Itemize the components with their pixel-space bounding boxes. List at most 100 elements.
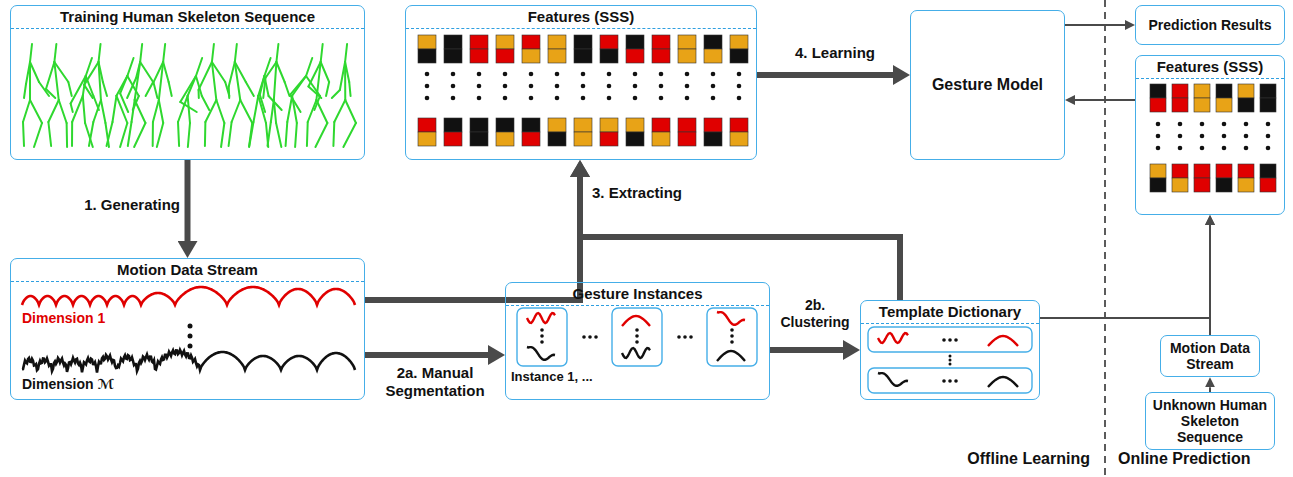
phase-label: Online Prediction — [1118, 449, 1250, 468]
box-title: Motion Data Stream — [11, 259, 364, 282]
skeleton-limb — [212, 62, 225, 82]
skeleton-limb — [188, 123, 190, 147]
skeleton-limb — [127, 58, 133, 76]
skeleton-limb — [101, 100, 106, 123]
skeleton-limb — [83, 96, 85, 123]
ellipsis-dot — [1266, 134, 1271, 139]
ellipsis-dot — [582, 335, 586, 339]
skeleton-limb — [246, 82, 254, 96]
skeleton-limb — [54, 44, 56, 62]
ellipsis-dot — [503, 96, 508, 101]
ellipsis-dot — [1244, 134, 1249, 139]
curve-snippet — [527, 313, 555, 323]
process-box: Motion Data Stream — [1160, 335, 1260, 377]
ellipsis-dot — [477, 96, 482, 101]
skeleton-limb — [85, 123, 93, 147]
feature-cell — [1216, 178, 1232, 192]
ellipsis-dot — [659, 84, 664, 89]
ellipsis-dot — [685, 96, 690, 101]
curve-snippet — [622, 348, 650, 358]
ellipsis-dot — [581, 96, 586, 101]
feature-cell — [704, 118, 722, 132]
phase-divider — [1104, 0, 1106, 477]
skeleton-limb — [140, 62, 153, 82]
skeleton-limb — [199, 62, 212, 90]
feature-cell — [1260, 98, 1276, 112]
feature-cell — [1150, 178, 1166, 192]
ellipsis-dot — [948, 338, 952, 342]
feature-cell — [496, 49, 514, 63]
box-title: Gesture Instances — [506, 283, 769, 306]
skeleton-limb — [316, 100, 327, 123]
ellipsis-dot — [451, 84, 456, 89]
instance-label: Instance 1, ... — [511, 369, 593, 385]
ellipsis-dot — [942, 379, 946, 383]
skeleton-limb — [308, 100, 317, 122]
skeleton-limb — [120, 123, 127, 147]
skeleton-limb — [59, 100, 67, 123]
ellipsis-dot — [1156, 122, 1161, 127]
feature-cell — [678, 35, 696, 49]
feature-grid — [1150, 84, 1276, 192]
feature-cell — [548, 132, 566, 146]
ellipsis-dot — [730, 328, 734, 332]
ellipsis-dot — [633, 72, 638, 77]
feature-cell — [1238, 98, 1254, 112]
skeleton-limb — [198, 90, 200, 98]
skeleton-limb — [163, 62, 169, 82]
skeleton-limb — [345, 62, 349, 82]
ellipsis-dot — [1178, 134, 1183, 139]
ellipsis-dot — [635, 334, 639, 338]
feature-cell — [522, 49, 540, 63]
skeleton-limb — [235, 44, 237, 62]
ellipsis-dot — [555, 84, 560, 89]
feature-cell — [704, 35, 722, 49]
ellipsis-dot — [581, 84, 586, 89]
ellipsis-dot — [635, 328, 639, 332]
ellipsis-dot — [1156, 134, 1161, 139]
feature-cell — [600, 35, 618, 49]
ellipsis-dot — [949, 359, 952, 362]
feature-cell — [574, 118, 592, 132]
ellipsis-dot — [425, 96, 430, 101]
feature-cell — [496, 35, 514, 49]
flow-arrow — [1065, 24, 1125, 26]
ellipsis-dot — [540, 340, 544, 344]
skeleton-limb — [153, 62, 163, 82]
box-title: Template Dictionary — [861, 301, 1039, 324]
ellipsis-dot — [425, 72, 430, 77]
ellipsis-dot — [711, 96, 716, 101]
skeleton-limb — [48, 122, 51, 146]
feature-cell — [652, 35, 670, 49]
skeleton-limb — [204, 122, 206, 146]
skeleton-figures — [23, 44, 356, 147]
ellipsis-dot — [477, 72, 482, 77]
step-label: 4. Learning — [762, 44, 908, 62]
curve-snippet — [717, 351, 745, 361]
feature-cell — [1172, 84, 1188, 98]
ellipsis-dot — [1200, 122, 1205, 127]
ellipsis-dot — [954, 379, 958, 383]
box-title: Gesture Model — [932, 76, 1043, 94]
feature-cell — [1194, 98, 1210, 112]
skeleton-limb — [132, 100, 135, 122]
ellipsis-dot — [1200, 146, 1205, 151]
ellipsis-dot — [685, 72, 690, 77]
ellipsis-dot — [711, 72, 716, 77]
skeleton-limb — [228, 86, 231, 98]
feature-cell — [444, 132, 462, 146]
ellipsis-dot — [529, 84, 534, 89]
ellipsis-dot — [942, 338, 946, 342]
skeleton-limb — [23, 122, 24, 146]
box-title: Features (SSS) — [1136, 56, 1284, 79]
ellipsis-dot — [607, 72, 612, 77]
box-title: Unknown Human Skeleton Sequence — [1152, 397, 1268, 445]
feature-cell — [1260, 164, 1276, 178]
feature-cell — [444, 118, 462, 132]
ellipsis-dot — [659, 72, 664, 77]
process-box: Unknown Human Skeleton Sequence — [1145, 392, 1275, 450]
instance-box — [612, 308, 662, 366]
titled-panel: Template Dictionary — [860, 300, 1040, 400]
ellipsis-dot — [588, 335, 592, 339]
